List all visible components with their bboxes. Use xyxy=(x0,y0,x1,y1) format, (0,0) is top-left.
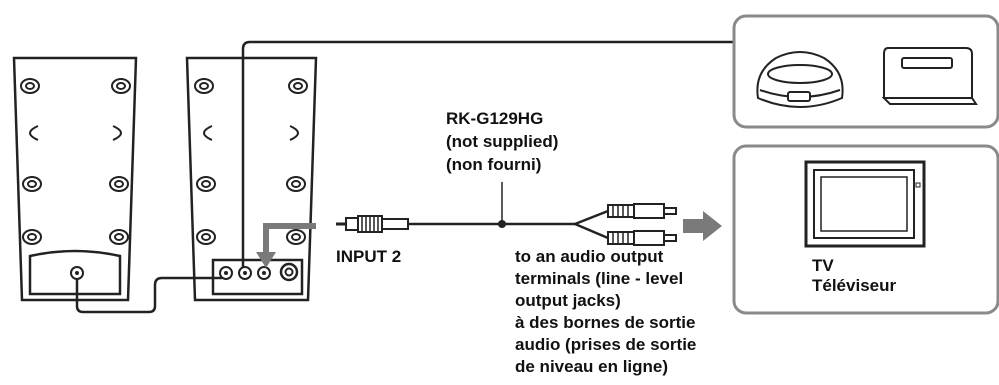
rca-plug-upper xyxy=(607,203,677,219)
round-device-icon xyxy=(756,51,844,108)
output-note: to an audio output terminals (line - lev… xyxy=(515,247,696,376)
left-speaker xyxy=(12,56,138,302)
tv-device-box: TV Téléviseur xyxy=(732,144,999,315)
right-speaker xyxy=(185,56,318,302)
stereo-mini-plug xyxy=(336,215,409,233)
tv-icon xyxy=(804,160,926,248)
right-speaker-jacks xyxy=(219,262,299,282)
box-device-icon xyxy=(881,47,978,105)
output-note-line: to an audio output xyxy=(515,247,664,266)
left-speaker-jack xyxy=(70,266,84,280)
connect-arrow xyxy=(683,211,722,241)
output-note-line: à des bornes de sortie xyxy=(515,313,695,332)
cable-note-en: (not supplied) xyxy=(446,132,558,151)
speaker-link-cable xyxy=(75,276,222,314)
top-device-cable xyxy=(241,40,738,268)
top-device-box xyxy=(732,14,999,129)
cable-model: RK-G129HG xyxy=(446,109,543,128)
output-note-line: terminals (line - level xyxy=(515,269,683,288)
cable-split xyxy=(574,209,609,240)
cable-label: RK-G129HG (not supplied) (non fourni) xyxy=(446,109,558,174)
output-note-line: audio (prises de sortie xyxy=(515,335,696,354)
cable-note-fr: (non fourni) xyxy=(446,155,541,174)
tv-label-en: TV xyxy=(812,256,834,275)
left-speaker-grille xyxy=(20,78,131,245)
right-speaker-grille xyxy=(194,78,308,245)
tv-label-fr: Téléviseur xyxy=(812,276,896,295)
rca-plug-lower xyxy=(607,230,677,246)
output-note-line: de niveau en ligne) xyxy=(515,357,668,376)
output-note-line: output jacks) xyxy=(515,291,621,310)
input-2-label: INPUT 2 xyxy=(336,247,401,266)
input-indicator-arrow xyxy=(263,223,316,256)
